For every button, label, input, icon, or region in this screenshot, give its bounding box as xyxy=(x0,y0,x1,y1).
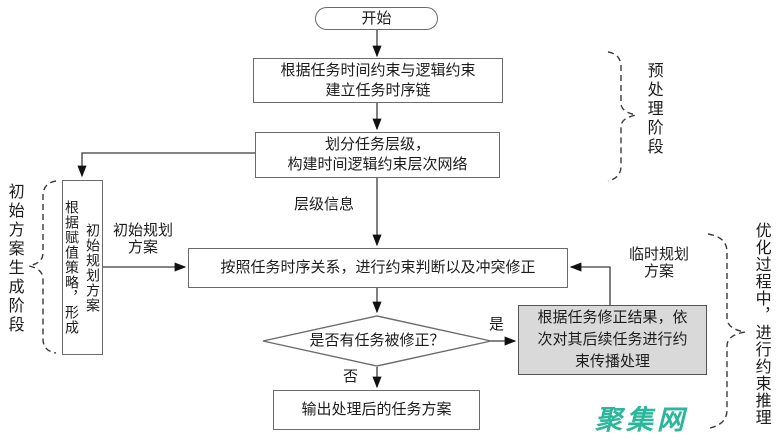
constraint-check-node: 按照任务时序关系，进行约束判断以及冲突修正 xyxy=(188,248,568,288)
initial-generation-brace xyxy=(28,180,57,354)
level-info-label: 层级信息 xyxy=(294,196,355,213)
yes-label: 是 xyxy=(489,316,505,333)
initial-plan-generation-col1: 根据赋值策略，形成 xyxy=(64,200,80,335)
start-node: 开始 xyxy=(315,7,438,30)
build-sequence-chain-line1: 根据任务时间约束与逻辑约束 xyxy=(280,61,476,79)
arrow-box2-to-initial-box xyxy=(77,152,255,178)
watermark-logo: 聚集网 xyxy=(595,405,688,435)
build-hierarchy-network-line1: 划分任务层级， xyxy=(324,136,430,153)
output-plan-node: 输出处理后的任务方案 xyxy=(273,390,480,430)
build-sequence-chain-line2: 建立任务时序链 xyxy=(325,81,431,99)
constraint-propagation-node: 根据任务修正结果，依次对其后续任务进行约束传播处理 xyxy=(518,305,707,375)
decision-node: 是否有任务被修正？ xyxy=(263,315,491,367)
arrow-propagate-to-box3 xyxy=(569,262,611,305)
initial-generation-stage-label: 初始方案生成阶段 xyxy=(5,183,23,335)
output-plan-label: 输出处理后的任务方案 xyxy=(301,401,452,418)
build-sequence-chain-node: 根据任务时间约束与逻辑约束 建立任务时序链 xyxy=(253,58,503,103)
decision-diamond-shape xyxy=(262,315,492,367)
start-label: 开始 xyxy=(361,9,392,27)
build-hierarchy-network-node: 划分任务层级， 构建时间逻辑约束层次网络 xyxy=(255,132,500,178)
initial-plan-generation-col2: 初始规划方案 xyxy=(85,222,101,313)
build-hierarchy-network-line2: 构建时间逻辑约束层次网络 xyxy=(287,156,468,173)
initial-plan-edge-label-line2: 方案 xyxy=(127,239,158,256)
initial-plan-edge-label-line1: 初始规划 xyxy=(112,222,173,239)
optimization-stage-label: 优化过程中，进行约束推理 xyxy=(752,222,770,426)
temp-plan-edge-label: 临时规划 方案 xyxy=(616,246,702,280)
optimization-brace xyxy=(707,233,746,429)
preprocessing-stage-label: 预处理阶段 xyxy=(644,62,662,157)
decision-label: 是否有任务被修正？ xyxy=(309,332,445,349)
constraint-check-label: 按照任务时序关系，进行约束判断以及冲突修正 xyxy=(220,259,536,276)
initial-plan-generation-node: 根据赋值策略，形成 初始规划方案 xyxy=(62,180,103,355)
constraint-propagation-label: 根据任务修正结果，依次对其后续任务进行约束传播处理 xyxy=(537,309,688,370)
temp-plan-edge-label-line2: 方案 xyxy=(643,263,674,280)
initial-plan-edge-label: 初始规划 方案 xyxy=(101,222,185,256)
temp-plan-edge-label-line1: 临时规划 xyxy=(628,246,689,263)
preprocessing-brace xyxy=(607,51,637,182)
no-label: 否 xyxy=(343,368,359,385)
